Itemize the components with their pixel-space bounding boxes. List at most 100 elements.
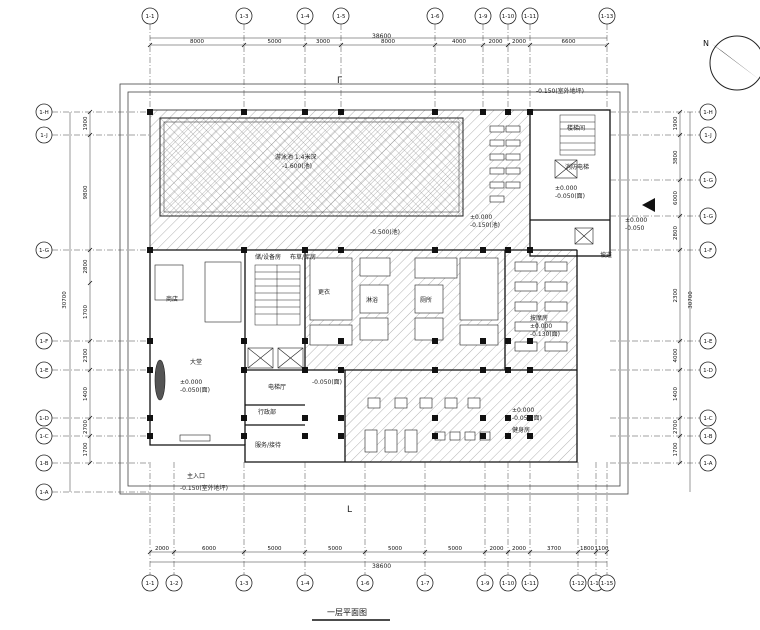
- dims-right-total: 30700: [688, 291, 694, 309]
- axis-bubble-left: 1-C: [35, 427, 53, 445]
- column: [505, 367, 511, 373]
- dims-left-text: 1400: [83, 387, 89, 401]
- dims-right-text: 2800: [673, 226, 679, 240]
- axis-bubble-right: 1-J: [699, 126, 717, 144]
- column: [432, 109, 438, 115]
- column: [241, 247, 247, 253]
- dims-right-tick: [677, 213, 683, 219]
- axis-bubble-top: 1-6: [426, 7, 444, 25]
- column: [527, 109, 533, 115]
- dims-bottom-text: 2000: [155, 546, 169, 552]
- stair-main: [254, 264, 301, 326]
- axis-bubble-left: 1-E: [35, 361, 53, 379]
- dims-right-tick: [677, 109, 683, 115]
- axis-bubble-top: 1-11: [521, 7, 539, 25]
- axis-bubble-bottom: 1-11: [521, 574, 539, 592]
- dims-bottom-text: 1100: [595, 546, 609, 552]
- dims-left-tick: [87, 460, 93, 466]
- axis-bubble-bottom: 1-2: [165, 574, 183, 592]
- label-massage-level: ±0.000: [530, 323, 553, 330]
- column: [302, 247, 308, 253]
- axis-bubble-right: 1-F: [699, 241, 717, 259]
- dims-top-tick: [527, 42, 533, 48]
- dims-top-text: 6600: [562, 39, 576, 45]
- axis-bubble-right: 1-G: [699, 171, 717, 189]
- svg-text:1-10: 1-10: [502, 581, 515, 587]
- dims-top-text: 2000: [512, 39, 526, 45]
- svg-text:1-E: 1-E: [704, 339, 713, 345]
- dims-right-tick: [677, 247, 683, 253]
- section-mark-bottom: L: [347, 505, 353, 515]
- column: [147, 338, 153, 344]
- axis-bubble-bottom: 1-9: [476, 574, 494, 592]
- axis-bubble-left: 1-D: [35, 409, 53, 427]
- column: [147, 415, 153, 421]
- label-fire-exit: 消防电梯: [565, 164, 590, 171]
- column: [432, 338, 438, 344]
- dims-top-tick: [480, 42, 486, 48]
- svg-text:1-G: 1-G: [703, 214, 713, 220]
- dims-right-text: 1400: [673, 387, 679, 401]
- structural-columns: [147, 109, 533, 439]
- column: [505, 415, 511, 421]
- label-lift-level: -0.050(面): [312, 379, 343, 386]
- dims-left-text: 1900: [83, 116, 89, 130]
- label-toilet: 厕所: [420, 297, 433, 304]
- section-mark-top: Γ: [337, 76, 343, 86]
- dims-left-text: 2700: [83, 420, 89, 434]
- column: [527, 433, 533, 439]
- dims-top-tick: [604, 42, 610, 48]
- axis-bubble-right: 1-B: [699, 427, 717, 445]
- dims-right-tick: [677, 367, 683, 373]
- dims-bottom-tick: [302, 549, 308, 555]
- column: [527, 338, 533, 344]
- label-level-deck3: -0.150(池): [470, 222, 501, 229]
- label-storage2: 布草/库房: [290, 254, 317, 261]
- axis-bubble-bottom: 1-3: [235, 574, 253, 592]
- dims-bottom-text: 2000: [512, 546, 526, 552]
- label-office: 行政部: [258, 409, 277, 416]
- label-level-top: -0.150(室外地坪): [536, 88, 585, 95]
- column: [241, 415, 247, 421]
- column: [338, 367, 344, 373]
- axis-bubble-top: 1-9: [474, 7, 492, 25]
- dims-right-text: 3800: [673, 150, 679, 164]
- dims-bottom-tick: [575, 549, 581, 555]
- pool-basin: [159, 117, 464, 217]
- label-level-right: ±0.000: [625, 217, 648, 224]
- svg-text:1-11: 1-11: [524, 14, 536, 20]
- column: [338, 433, 344, 439]
- dims-left-tick: [87, 247, 93, 253]
- column: [432, 433, 438, 439]
- dims-bottom-tick: [422, 549, 428, 555]
- svg-text:1-15: 1-15: [601, 581, 614, 587]
- site-boundary: [119, 83, 629, 495]
- label-level-pit: -0.050: [625, 225, 645, 232]
- axis-bubble-left: 1-H: [35, 103, 53, 121]
- column: [147, 109, 153, 115]
- column: [505, 109, 511, 115]
- label-lobby-level2: -0.050(面): [180, 387, 211, 394]
- column: [527, 415, 533, 421]
- column: [147, 247, 153, 253]
- dims-left-tick: [87, 109, 93, 115]
- column: [480, 415, 486, 421]
- svg-text:1-J: 1-J: [40, 133, 48, 139]
- dims-left-text: 2800: [83, 259, 89, 273]
- svg-text:1-C: 1-C: [703, 416, 712, 422]
- label-gym: 健身房: [512, 427, 531, 434]
- svg-text:1-10: 1-10: [502, 14, 515, 20]
- axis-bubble-right: 1-A: [699, 454, 717, 472]
- column: [338, 338, 344, 344]
- section-arrow-icon: [642, 198, 655, 212]
- dims-bottom-text: 2000: [490, 546, 504, 552]
- svg-text:1-C: 1-C: [39, 434, 48, 440]
- label-shop: 商店: [166, 296, 179, 303]
- dims-right-text: 2300: [673, 288, 679, 302]
- svg-text:1-5: 1-5: [337, 14, 346, 20]
- svg-text:1-3: 1-3: [240, 581, 249, 587]
- dims-left-text: 1700: [83, 442, 89, 456]
- column: [302, 109, 308, 115]
